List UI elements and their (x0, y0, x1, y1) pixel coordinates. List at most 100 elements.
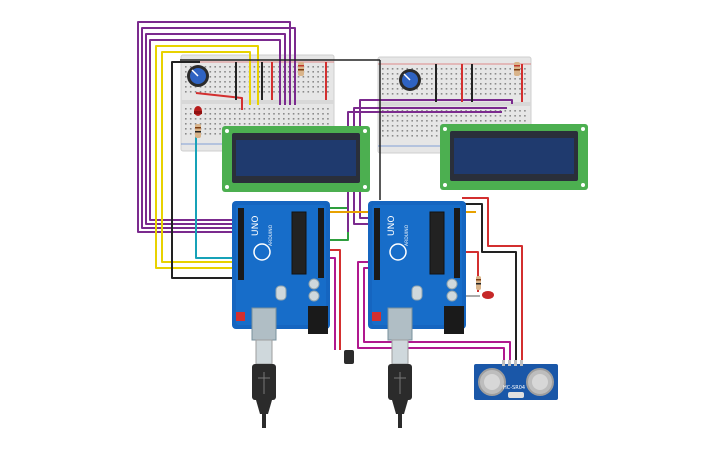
resistor-right[interactable] (476, 276, 481, 290)
breadboard-hole (484, 88, 487, 90)
breadboard-hole (514, 110, 516, 112)
resistor-left[interactable] (195, 124, 201, 138)
breadboard-hole (219, 108, 221, 110)
breadboard-hole (189, 91, 192, 93)
breadboard-hole (455, 120, 458, 122)
breadboard-hole (514, 120, 516, 122)
breadboard-hole (302, 86, 305, 88)
breadboard-hole (224, 113, 226, 115)
breadboard-hole (268, 123, 270, 125)
breadboard-hole (189, 66, 192, 68)
breadboard-hole (278, 76, 280, 78)
resistor-bb2-top[interactable] (514, 62, 520, 76)
breadboard-hole (416, 110, 418, 112)
breadboard-hole (224, 118, 226, 120)
breadboard-hole (209, 133, 212, 135)
breadboard-hole (253, 71, 256, 73)
breadboard-hole (396, 110, 399, 112)
breadboard-hole (391, 68, 394, 70)
breadboard-hole (484, 115, 487, 117)
breadboard-hole (396, 88, 399, 90)
breadboard-hole (396, 115, 399, 117)
breadboard-hole (460, 120, 462, 122)
breadboard-hole (253, 76, 256, 78)
breadboard-hole (455, 88, 458, 90)
breadboard-hole (504, 73, 507, 75)
breadboard-hole (327, 76, 329, 78)
breadboard-hole (386, 135, 389, 137)
buzzer-component[interactable] (344, 350, 354, 364)
breadboard-hole (484, 93, 487, 95)
breadboard-hole (406, 125, 409, 127)
breadboard-hole (322, 113, 324, 115)
breadboard-hole (450, 83, 453, 85)
breadboard-hole (411, 130, 413, 132)
breadboard-hole (273, 108, 275, 110)
breadboard-hole (401, 88, 404, 90)
breadboard-hole (519, 83, 521, 85)
breadboard-hole (278, 91, 280, 93)
breadboard-hole (494, 78, 497, 80)
breadboard-hole (238, 66, 241, 68)
breadboard-hole (445, 93, 448, 95)
breadboard-hole (386, 120, 389, 122)
breadboard-hole (273, 123, 275, 125)
breadboard-hole (273, 86, 275, 88)
breadboard-hole (278, 118, 280, 120)
breadboard-hole (199, 123, 202, 125)
breadboard-hole (382, 83, 384, 85)
breadboard-hole (465, 68, 467, 70)
breadboard-hole (480, 110, 482, 112)
breadboard-hole (243, 113, 246, 115)
breadboard-hole (243, 123, 246, 125)
breadboard-hole (278, 86, 280, 88)
breadboard-hole (431, 130, 433, 132)
breadboard-hole (297, 91, 300, 93)
breadboard-hole (287, 118, 290, 120)
breadboard-hole (406, 115, 409, 117)
breadboard-hole (253, 113, 256, 115)
breadboard-hole (421, 73, 423, 75)
breadboard-hole (445, 68, 448, 70)
arduino-uno-right[interactable]: UNO ARDUINO (368, 201, 466, 341)
breadboard-hole (524, 93, 526, 95)
breadboard-hole (243, 71, 246, 73)
breadboard-hole (278, 66, 280, 68)
breadboard-hole (445, 73, 448, 75)
breadboard-hole (224, 81, 226, 83)
lcd-display-right[interactable] (440, 124, 588, 190)
ultrasonic-sensor[interactable]: HC-SR04 (474, 360, 558, 400)
potentiometer-left[interactable] (187, 65, 209, 87)
breadboard-hole (470, 115, 472, 117)
resistor-bb1-top[interactable] (298, 62, 304, 76)
breadboard-hole (322, 123, 324, 125)
breadboard-hole (396, 135, 399, 137)
breadboard-hole (426, 120, 428, 122)
arduino-uno-left[interactable]: UNO ARDUINO (232, 201, 330, 341)
breadboard-hole (406, 130, 409, 132)
breadboard-hole (431, 125, 433, 127)
potentiometer-right[interactable] (399, 69, 421, 91)
led-red-left[interactable] (194, 106, 202, 116)
breadboard-hole (224, 86, 226, 88)
breadboard-hole (209, 91, 212, 93)
breadboard-hole (234, 108, 236, 110)
breadboard-hole (480, 78, 482, 80)
breadboard-hole (253, 91, 256, 93)
breadboard-hole (234, 91, 236, 93)
breadboard-hole (386, 115, 389, 117)
breadboard-hole (307, 113, 310, 115)
breadboard-hole (382, 115, 384, 117)
breadboard-hole (431, 68, 433, 70)
breadboard-hole (253, 123, 256, 125)
breadboard-hole (322, 108, 324, 110)
breadboard-hole (455, 78, 458, 80)
breadboard-hole (445, 88, 448, 90)
breadboard-hole (499, 78, 502, 80)
breadboard-hole (273, 76, 275, 78)
usb-cable-right (388, 339, 412, 428)
breadboard-hole (382, 125, 384, 127)
lcd-display-left[interactable] (222, 126, 370, 192)
breadboard-hole (278, 113, 280, 115)
led-red-right[interactable] (482, 291, 494, 299)
